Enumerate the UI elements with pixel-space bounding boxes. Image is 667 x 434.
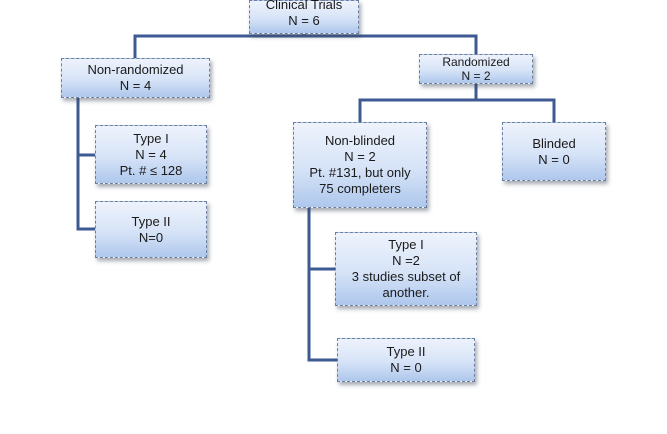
node-note: 3 studies subset of (351, 269, 461, 284)
node-title: Type I (133, 130, 169, 146)
non-randomized-title: Non-randomized (87, 62, 184, 77)
non-blinded-node: Non-blinded N = 2 Pt. #131, but only 75 … (293, 122, 427, 208)
node-count: N = 0 (390, 360, 422, 375)
clinical-trials-node: Clinical Trials N = 6 (249, 0, 359, 34)
connector-nonrand (76, 98, 95, 231)
non-randomized-node: Non-randomized N = 4 (61, 58, 210, 98)
randomized-title: Randomized (442, 55, 510, 69)
non-randomized-type-1-node: Type I N = 4 Pt. # ≤ 128 (95, 125, 207, 184)
node-title: Type I (388, 237, 424, 252)
node-title: Type II (131, 213, 171, 229)
node-note: Pt. #131, but only (309, 165, 411, 180)
connector-nonblind (307, 208, 337, 362)
node-note: Pt. # ≤ 128 (119, 162, 183, 178)
node-title: Type II (386, 344, 426, 359)
connector-rand (358, 84, 556, 122)
clinical-trials-title: Clinical Trials (265, 0, 343, 12)
clinical-trials-count: N = 6 (288, 13, 320, 28)
non-randomized-count: N = 4 (119, 78, 152, 93)
node-count: N = 0 (538, 151, 570, 167)
node-count: N = 4 (135, 146, 167, 162)
node-note: 75 completers (319, 181, 401, 196)
node-title: Non-blinded (324, 133, 396, 148)
connector-root (133, 34, 478, 58)
non-blinded-type-2-node: Type II N = 0 (337, 338, 475, 382)
node-note: another. (382, 285, 430, 300)
node-count: N=0 (138, 229, 164, 245)
non-randomized-type-2-node: Type II N=0 (95, 201, 207, 258)
node-count: N =2 (392, 253, 420, 268)
randomized-node: Randomized N = 2 (419, 54, 533, 84)
randomized-count: N = 2 (461, 69, 491, 83)
non-blinded-type-1-node: Type I N =2 3 studies subset of another. (335, 232, 477, 306)
blinded-node: Blinded N = 0 (502, 122, 606, 181)
node-count: N = 2 (344, 149, 376, 164)
node-title: Blinded (532, 135, 576, 151)
